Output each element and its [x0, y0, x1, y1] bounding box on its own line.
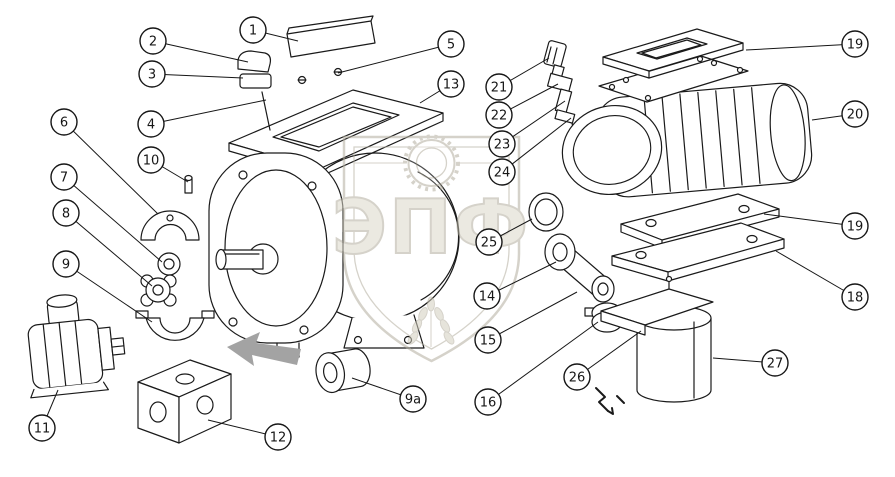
svg-text:5: 5 [447, 38, 455, 53]
leader-line-5 [337, 43, 452, 74]
part-filter-bracket [600, 275, 714, 336]
assembly-arrow [227, 332, 301, 366]
part-bushing [315, 348, 371, 394]
part-o-ring [528, 192, 564, 232]
svg-text:19: 19 [847, 38, 864, 53]
leader-line-24 [501, 117, 572, 173]
svg-text:6: 6 [60, 116, 68, 131]
part-bearing-lower [135, 310, 215, 341]
svg-text:10: 10 [143, 154, 160, 169]
callout-21: 21 [485, 73, 513, 101]
svg-text:25: 25 [481, 236, 498, 251]
watermark-text: ЭПФ [332, 183, 530, 271]
svg-text:18: 18 [847, 291, 864, 306]
callout-20: 20 [841, 100, 869, 128]
leader-line-9 [65, 263, 153, 323]
svg-text:27: 27 [767, 357, 784, 372]
callout-12: 12 [264, 423, 292, 451]
callout-27: 27 [761, 349, 789, 377]
leader-line-16 [487, 321, 599, 403]
svg-text:26: 26 [569, 371, 586, 386]
leader-line-6 [63, 121, 159, 215]
svg-text:9a: 9a [405, 393, 421, 408]
leader-line-19 [745, 43, 856, 51]
callout-22: 22 [485, 101, 513, 129]
squiggle-mark [595, 387, 625, 415]
callout-19: 19 [841, 212, 869, 240]
callout-11: 11 [28, 414, 56, 442]
part-lock-ring [157, 252, 181, 276]
callout-9: 9 [52, 250, 80, 278]
part-small-fitting [140, 274, 177, 307]
svg-text:2: 2 [149, 35, 157, 50]
leader-line-8 [65, 212, 153, 287]
part-blower [561, 55, 813, 198]
leader-line-15 [487, 291, 578, 341]
svg-text:21: 21 [491, 81, 508, 96]
part-mounting-plate [611, 222, 785, 282]
part-motor [27, 294, 126, 399]
part-bearing-cap [140, 210, 200, 241]
leader-line-19 [763, 213, 856, 227]
svg-text:15: 15 [480, 334, 497, 349]
svg-text:20: 20 [847, 108, 864, 123]
callout-8: 8 [52, 199, 80, 227]
callout-5: 5 [437, 30, 465, 58]
svg-text:16: 16 [480, 396, 497, 411]
part-clamp-bar [237, 15, 376, 131]
callout-9a: 9a [399, 385, 427, 413]
callout-14: 14 [473, 282, 501, 310]
callout-6: 6 [50, 108, 78, 136]
svg-text:23: 23 [494, 138, 511, 153]
callout-19: 19 [841, 30, 869, 58]
callout-25: 25 [475, 228, 503, 256]
callout-1: 1 [239, 16, 267, 44]
svg-text:3: 3 [148, 68, 156, 83]
svg-text:11: 11 [34, 422, 51, 437]
callout-7: 7 [50, 163, 78, 191]
callout-16: 16 [474, 388, 502, 416]
wheat-ears-icon [407, 296, 455, 347]
svg-text:14: 14 [479, 290, 496, 305]
svg-text:7: 7 [60, 171, 68, 186]
part-blower-top-plate [602, 28, 744, 79]
callout-10: 10 [137, 146, 165, 174]
callout-18: 18 [841, 283, 869, 311]
svg-text:4: 4 [147, 118, 155, 133]
part-housing-front [184, 152, 344, 358]
svg-text:8: 8 [62, 207, 70, 222]
svg-text:24: 24 [494, 166, 511, 181]
gear-emblem-icon [407, 139, 456, 187]
callout-15: 15 [474, 326, 502, 354]
callout-24: 24 [488, 158, 516, 186]
callout-2: 2 [139, 27, 167, 55]
callout-13: 13 [437, 70, 465, 98]
svg-text:12: 12 [270, 431, 287, 446]
svg-text:22: 22 [491, 109, 508, 124]
svg-text:13: 13 [443, 78, 460, 93]
callout-3: 3 [138, 60, 166, 88]
svg-text:19: 19 [847, 220, 864, 235]
part-junction-box [137, 359, 232, 444]
leader-line-4 [150, 99, 267, 125]
callout-4: 4 [137, 110, 165, 138]
leader-line-3 [151, 73, 244, 79]
leader-line-2 [152, 40, 249, 63]
leader-line-7 [63, 176, 163, 263]
leader-line-18 [775, 250, 856, 298]
callout-23: 23 [488, 130, 516, 158]
parts-line-art [27, 15, 813, 444]
svg-text:1: 1 [249, 24, 257, 39]
callout-layer: 123451367891011129a141516212223242526271… [28, 16, 869, 451]
watermark: ЭПФ [331, 134, 530, 363]
svg-text:9: 9 [62, 258, 70, 273]
callout-26: 26 [563, 363, 591, 391]
